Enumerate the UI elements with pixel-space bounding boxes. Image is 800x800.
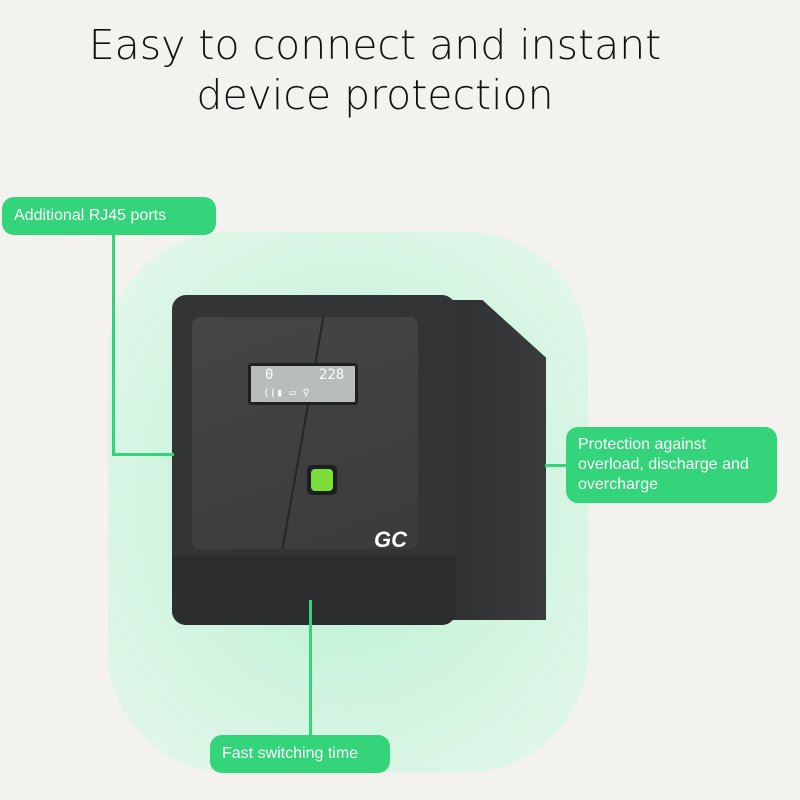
headline-line-2: device protection [196,71,554,119]
headline: Easy to connect and instant device prote… [0,20,750,120]
callout-rj45-ports: Additional RJ45 ports [2,197,216,235]
callout-protection: Protection against overload, discharge a… [566,427,777,503]
ups-side [440,300,546,620]
ups-base [172,555,456,625]
lcd-output-value: 228 [319,367,345,383]
lcd-input-value: 0 [265,367,274,383]
lcd-display: 0 228 ((▮ ▭ ♀ [248,363,358,405]
panel-seam [281,317,325,549]
ups-front: 0 228 ((▮ ▭ ♀ GC [172,295,456,625]
callout-line [545,464,567,467]
callout-line [112,234,115,456]
brand-logo: GC [374,527,407,552]
callout-fast-switching: Fast switching time [210,735,390,773]
headline-line-1: Easy to connect and instant [88,21,662,69]
power-button[interactable] [307,465,337,495]
front-panel: 0 228 ((▮ ▭ ♀ GC [192,317,418,552]
lcd-status-icons: ((▮ ▭ ♀ [263,386,310,399]
callout-line [309,600,312,736]
callout-line [112,453,174,456]
